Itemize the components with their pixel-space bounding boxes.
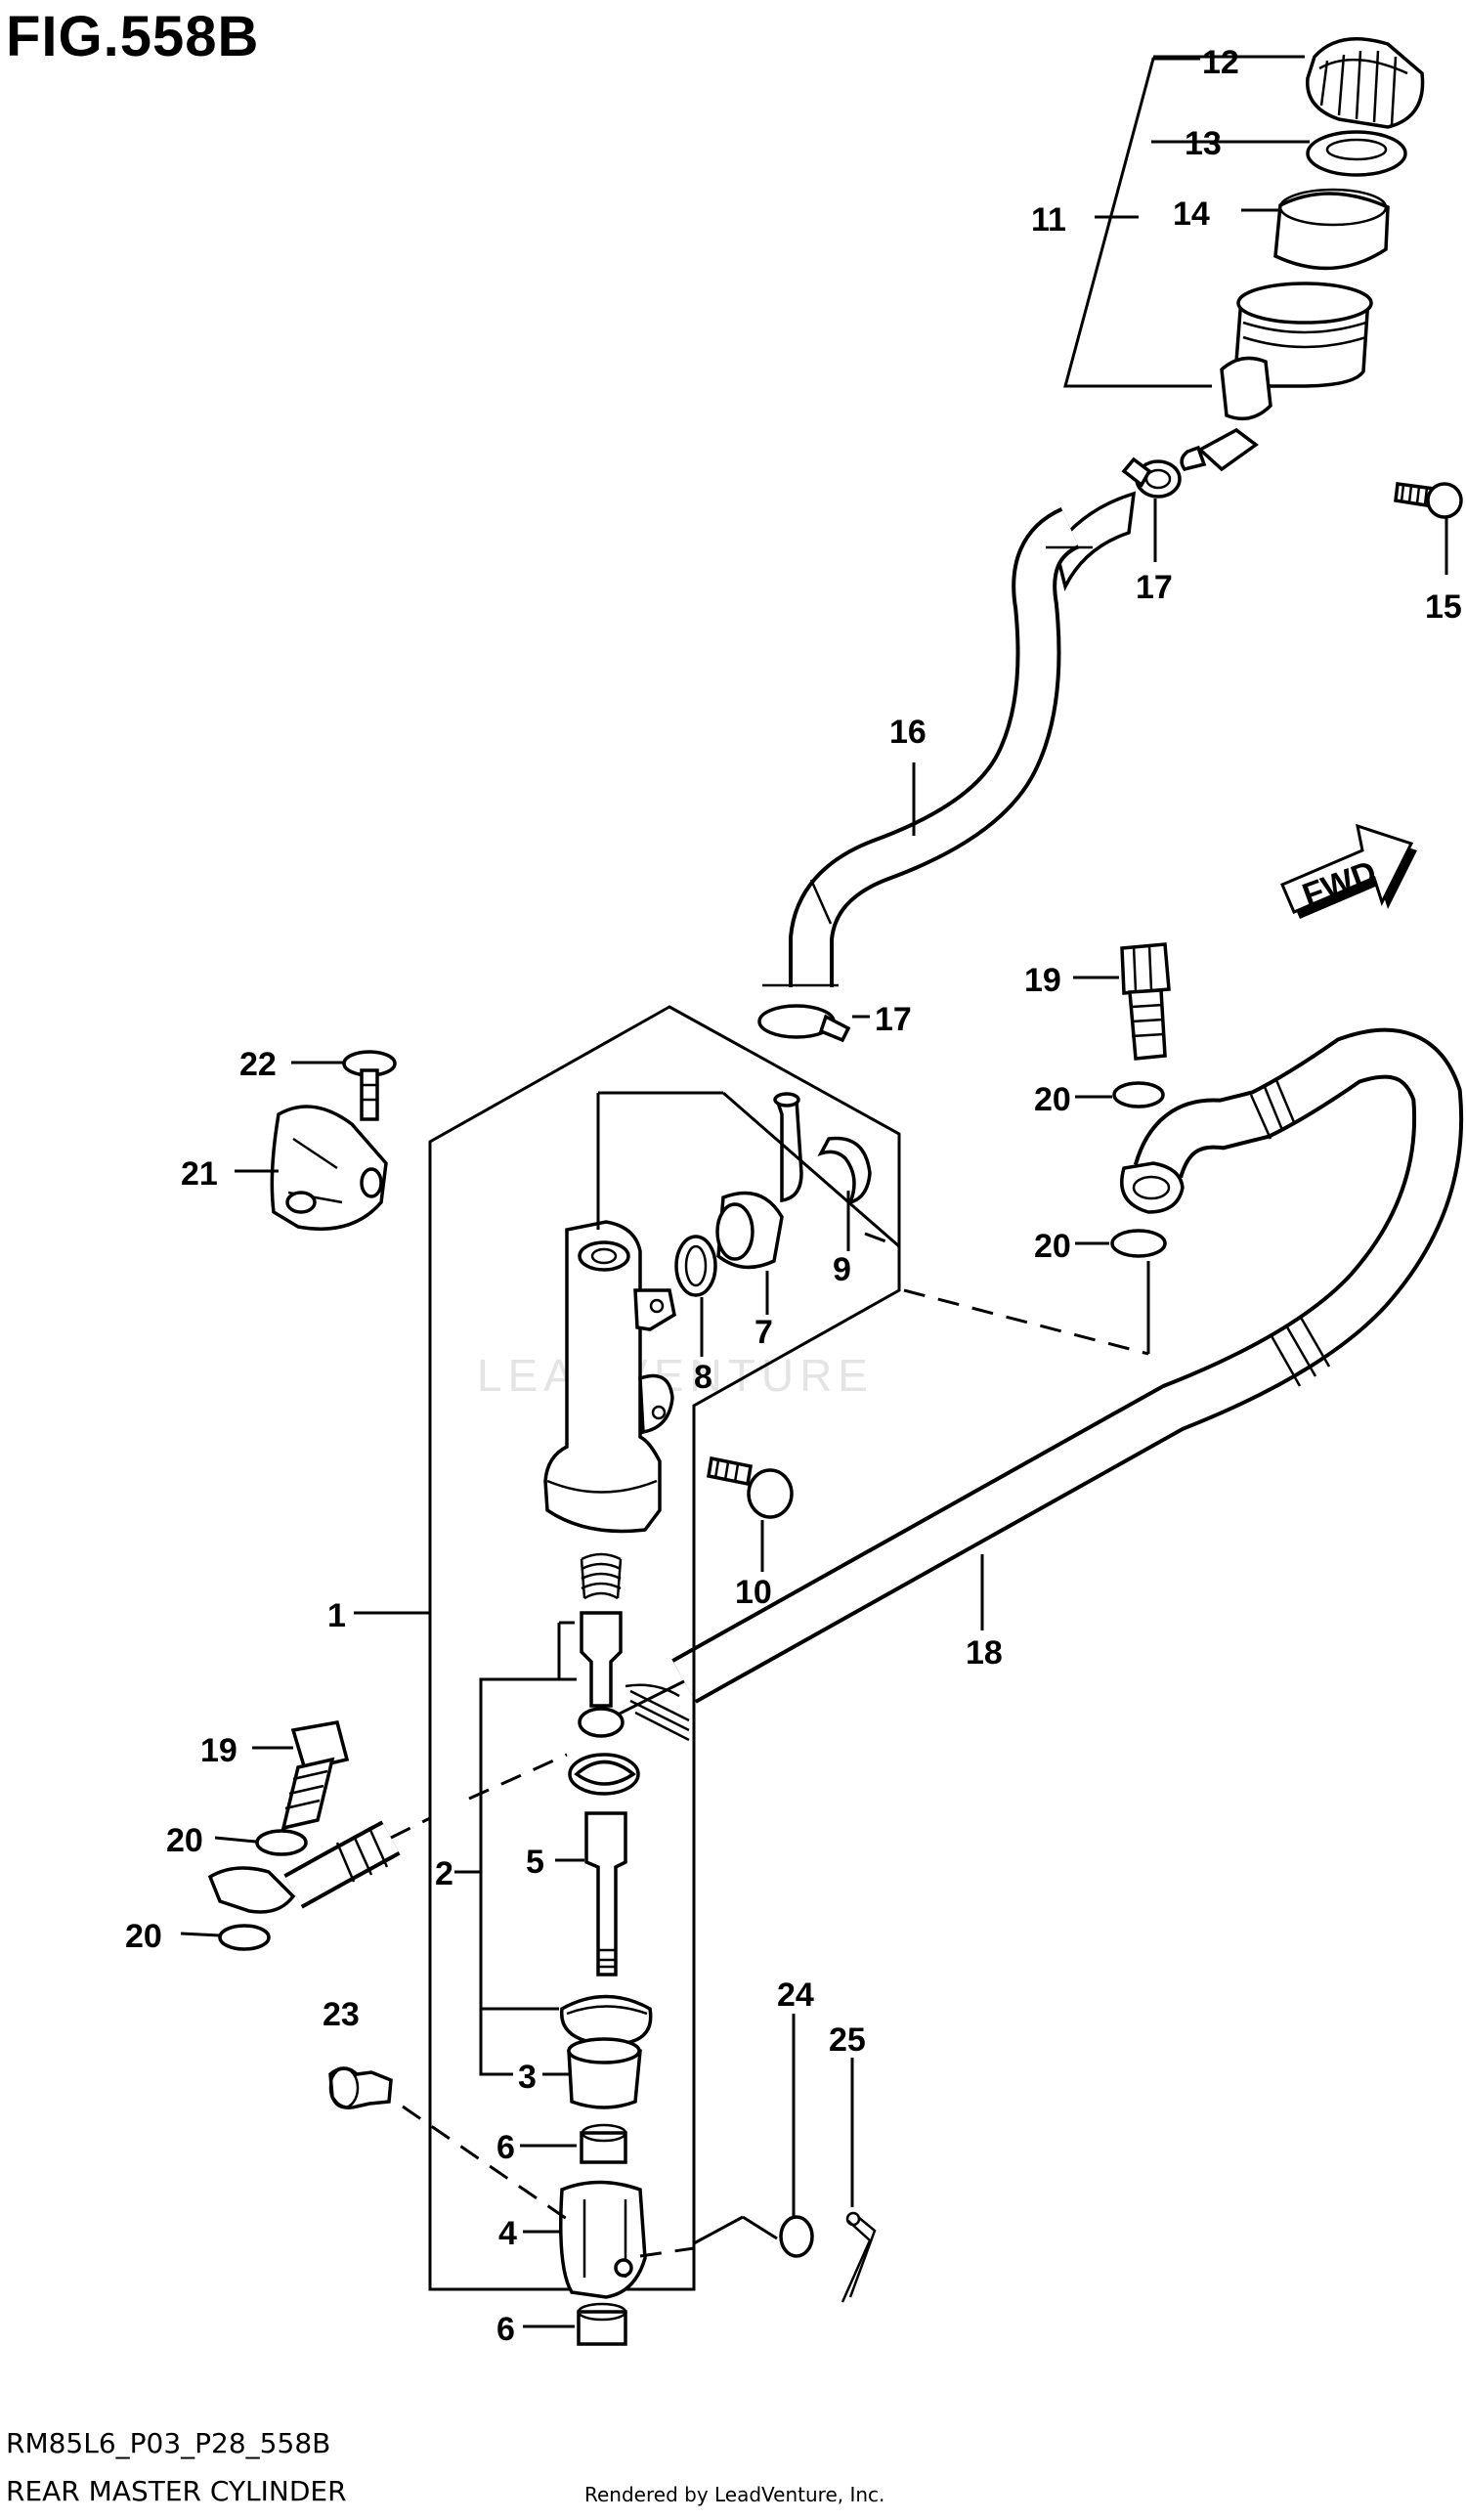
lock-nut-upper <box>580 2123 627 2164</box>
reservoir-screw <box>1394 482 1463 519</box>
callout-21: 21 <box>181 1155 218 1193</box>
assembly-1-outline <box>428 1005 901 2291</box>
return-spring <box>580 1552 623 1600</box>
hose-bracket <box>270 1105 388 1231</box>
piston-circlip <box>559 1994 653 2045</box>
hose-connector <box>715 1092 803 1270</box>
callout-19-left: 19 <box>200 1732 237 1769</box>
callout-labels: 12 13 11 14 17 15 16 17 19 22 20 21 9 20… <box>125 44 1462 2348</box>
callout-20-left-lower: 20 <box>125 1918 162 1955</box>
callout-16: 16 <box>889 714 927 751</box>
master-cylinder-screw <box>706 1456 794 1519</box>
callout-5: 5 <box>526 1844 544 1881</box>
callout-4: 4 <box>498 2215 517 2252</box>
callout-17-upper: 17 <box>1136 569 1173 606</box>
bracket-bolt <box>342 1050 397 1121</box>
callout-9: 9 <box>833 1251 851 1288</box>
callout-12: 12 <box>1202 44 1239 81</box>
reservoir-diaphragm <box>1273 188 1390 271</box>
clevis-washer <box>779 2215 814 2258</box>
reservoir-cap <box>1306 37 1425 129</box>
callout-1: 1 <box>327 1597 346 1634</box>
callout-10: 10 <box>735 1574 772 1611</box>
leader-lines <box>180 55 1448 2328</box>
master-cylinder-body <box>543 1220 676 1534</box>
reservoir-body <box>1180 282 1373 472</box>
crush-washer-upper <box>1112 1081 1165 1108</box>
callout-23: 23 <box>323 1996 360 2033</box>
callout-15: 15 <box>1425 588 1462 626</box>
secondary-cup <box>568 1753 640 1796</box>
callout-22: 22 <box>239 1046 277 1083</box>
brake-hose <box>615 1027 1464 1742</box>
callout-25: 25 <box>829 2021 866 2059</box>
callout-14: 14 <box>1173 196 1210 233</box>
banjo-bolt-left <box>280 1719 350 1831</box>
hose-clamp-lower <box>757 1004 851 1043</box>
figure-title: FIG.558B <box>6 5 260 68</box>
callout-17-lower: 17 <box>875 1001 912 1038</box>
reservoir-assembly <box>1180 37 1463 519</box>
reservoir-hose <box>762 491 1137 987</box>
callout-6-lower: 6 <box>496 2311 515 2348</box>
push-rod <box>584 1811 627 1977</box>
callout-2: 2 <box>435 1855 453 1892</box>
callout-19-right: 19 <box>1024 962 1061 999</box>
clevis <box>559 2180 647 2299</box>
render-credit: Rendered by LeadVenture, Inc. <box>584 2483 885 2506</box>
callout-20-right-lower: 20 <box>1034 1228 1071 1265</box>
o-ring <box>674 1235 717 1297</box>
brake-hose-left-end <box>207 1820 401 1914</box>
callout-13: 13 <box>1185 125 1222 162</box>
cotter-pin <box>841 2211 877 2303</box>
callout-11: 11 <box>1031 201 1066 239</box>
clevis-pin <box>328 2066 393 2109</box>
connector-circlip <box>817 1136 872 1205</box>
callout-6-upper: 6 <box>496 2129 515 2166</box>
diagram-code: RM85L6_P03_P28_558B <box>6 2427 331 2459</box>
callout-24: 24 <box>777 1977 814 2014</box>
crush-washer-left-upper <box>255 1829 308 1856</box>
callout-7: 7 <box>755 1314 773 1351</box>
fwd-arrow: FWD <box>1280 823 1417 919</box>
watermark-text: LEADVENTURE <box>477 1350 874 1401</box>
hose-clamp-upper <box>1121 456 1182 499</box>
callout-20-right-upper: 20 <box>1034 1081 1071 1118</box>
crush-washer-lower <box>1110 1229 1167 1258</box>
reservoir-plate <box>1306 130 1407 177</box>
diagram-caption: REAR MASTER CYLINDER <box>6 2475 347 2507</box>
callout-3: 3 <box>518 2059 537 2096</box>
primary-piston <box>578 1611 680 1738</box>
lock-nut-lower <box>577 2302 627 2346</box>
banjo-bolt-upper <box>1120 942 1171 1061</box>
callout-18: 18 <box>966 1634 1003 1672</box>
dust-boot <box>567 2037 642 2109</box>
callout-8: 8 <box>694 1359 712 1396</box>
callout-20-left-upper: 20 <box>166 1822 203 1859</box>
crush-washer-left-lower <box>218 1924 271 1951</box>
